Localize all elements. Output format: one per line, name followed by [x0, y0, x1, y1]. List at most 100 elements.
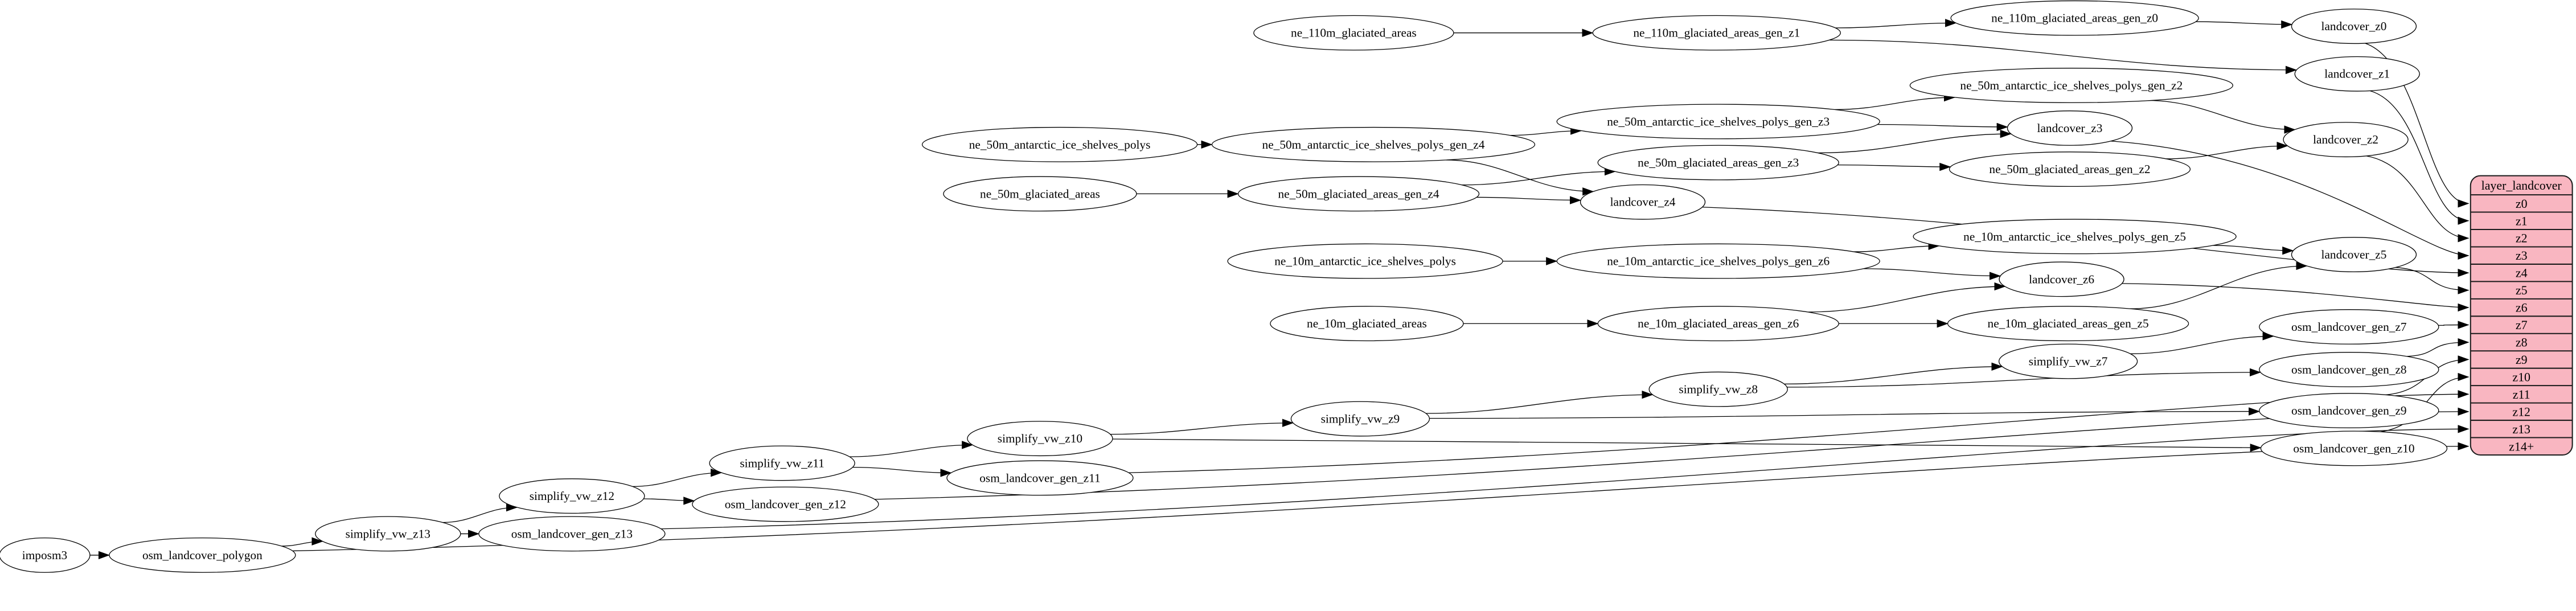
edge-landcover_z3-to-z3	[2110, 141, 2470, 260]
node-label-imposm3: imposm3	[22, 548, 67, 562]
node-ellipse-ne_110m_glaciated_areas_gen_z0	[1950, 0, 2199, 36]
table-row-z9: z9	[2516, 352, 2528, 367]
node-simplify_vw_z12: simplify_vw_z12	[499, 478, 645, 514]
node-ellipse-simplify_vw_z13	[315, 516, 461, 552]
edge-landcover_z0-to-z0	[2365, 43, 2470, 208]
edge-simplify_vw_z8-to-osm_landcover_gen_z8	[1787, 368, 2262, 388]
edge-ne_10m_antarctic_ice_shelves_polys_gen_z6-to-ne_10m_antarctic_ice_shelves_polys_gen_z5	[1853, 241, 1940, 252]
table-row-z10: z10	[2512, 370, 2530, 384]
node-ellipse-osm_landcover_gen_z8	[2259, 352, 2439, 387]
edge-osm_landcover_polygon-to-simplify_vw_z13	[281, 537, 323, 547]
node-ellipse-ne_10m_glaciated_areas_gen_z6	[1597, 306, 1839, 342]
node-label-ne_10m_antarctic_ice_shelves_polys_gen_z5: ne_10m_antarctic_ice_shelves_polys_gen_z…	[1963, 229, 2186, 243]
node-landcover_z5: landcover_z5	[2291, 237, 2417, 273]
node-ne_10m_antarctic_ice_shelves_polys_gen_z5: ne_10m_antarctic_ice_shelves_polys_gen_z…	[1913, 219, 2237, 255]
node-osm_landcover_gen_z12: osm_landcover_gen_z12	[692, 486, 879, 522]
node-ellipse-ne_10m_antarctic_ice_shelves_polys_gen_z5	[1913, 219, 2237, 255]
edge-ne_110m_glaciated_areas_gen_z1-to-landcover_z1	[1829, 39, 2298, 75]
node-ne_50m_glaciated_areas_gen_z2: ne_50m_glaciated_areas_gen_z2	[1949, 151, 2191, 187]
edge-osm_landcover_gen_z7-to-z7	[2438, 321, 2470, 329]
node-osm_landcover_gen_z13: osm_landcover_gen_z13	[478, 516, 666, 552]
node-label-simplify_vw_z8: simplify_vw_z8	[1679, 383, 1758, 396]
edge-simplify_vw_z13-to-simplify_vw_z12	[442, 503, 518, 523]
node-simplify_vw_z11: simplify_vw_z11	[709, 445, 855, 481]
node-label-ne_10m_antarctic_ice_shelves_polys_gen_z6: ne_10m_antarctic_ice_shelves_polys_gen_z…	[1607, 255, 1830, 268]
node-ellipse-landcover_z6	[1999, 261, 2124, 297]
node-ellipse-ne_10m_antarctic_ice_shelves_polys	[1227, 243, 1503, 279]
node-ellipse-simplify_vw_z9	[1290, 401, 1430, 437]
node-simplify_vw_z7: simplify_vw_z7	[1998, 343, 2138, 379]
node-ellipse-ne_50m_antarctic_ice_shelves_polys	[921, 126, 1198, 162]
node-ellipse-simplify_vw_z10	[967, 421, 1113, 457]
node-landcover_z1: landcover_z1	[2294, 56, 2420, 92]
node-osm_landcover_polygon: osm_landcover_polygon	[109, 537, 296, 573]
node-label-ne_110m_glaciated_areas_gen_z0: ne_110m_glaciated_areas_gen_z0	[1991, 11, 2158, 25]
edge-ne_10m_glaciated_areas_gen_z6-to-landcover_z6	[1807, 282, 2006, 313]
node-label-ne_10m_glaciated_areas_gen_z6: ne_10m_glaciated_areas_gen_z6	[1638, 317, 1799, 330]
node-ne_50m_glaciated_areas_gen_z3: ne_50m_glaciated_areas_gen_z3	[1597, 145, 1839, 181]
edge-ne_50m_glaciated_areas_gen_z2-to-landcover_z2	[2166, 141, 2288, 159]
node-label-simplify_vw_z11: simplify_vw_z11	[740, 456, 825, 470]
node-label-osm_landcover_gen_z10: osm_landcover_gen_z10	[2293, 441, 2414, 455]
node-ne_10m_glaciated_areas_gen_z5: ne_10m_glaciated_areas_gen_z5	[1947, 306, 2189, 342]
node-imposm3: imposm3	[0, 538, 91, 573]
edge-simplify_vw_z9-to-osm_landcover_gen_z9	[1429, 407, 2261, 419]
edge-ne_50m_antarctic_ice_shelves_polys_gen_z4-to-ne_50m_antarctic_ice_shelves_polys_gen_z3	[1510, 126, 1582, 136]
node-label-ne_50m_antarctic_ice_shelves_polys_gen_z4: ne_50m_antarctic_ice_shelves_polys_gen_z…	[1262, 138, 1485, 151]
node-simplify_vw_z13: simplify_vw_z13	[315, 516, 461, 552]
node-ellipse-ne_110m_glaciated_areas_gen_z1	[1592, 15, 1841, 51]
node-ellipse-imposm3	[0, 538, 91, 573]
node-osm_landcover_gen_z8: osm_landcover_gen_z8	[2259, 352, 2439, 387]
node-label-ne_50m_glaciated_areas_gen_z3: ne_50m_glaciated_areas_gen_z3	[1638, 155, 1799, 169]
node-ellipse-osm_landcover_polygon	[109, 537, 296, 573]
edge-ne_10m_antarctic_ice_shelves_polys_gen_z6-to-landcover_z6	[1863, 268, 2001, 280]
table-row-z11: z11	[2513, 387, 2530, 401]
node-label-osm_landcover_gen_z7: osm_landcover_gen_z7	[2291, 320, 2407, 334]
node-ellipse-ne_50m_antarctic_ice_shelves_polys_gen_z3	[1556, 104, 1880, 140]
layer-landcover-table: layer_landcoverz0z1z2z3z4z5z6z7z8z9z10z1…	[2470, 175, 2573, 456]
node-ellipse-simplify_vw_z7	[1998, 343, 2138, 379]
node-ne_50m_glaciated_areas_gen_z4: ne_50m_glaciated_areas_gen_z4	[1237, 176, 1480, 212]
table-row-z5: z5	[2516, 283, 2528, 297]
node-label-osm_landcover_gen_z9: osm_landcover_gen_z9	[2291, 404, 2407, 417]
edge-ne_50m_glaciated_areas_gen_z3-to-ne_50m_glaciated_areas_gen_z2	[1837, 162, 1951, 171]
node-simplify_vw_z10: simplify_vw_z10	[967, 421, 1113, 457]
node-label-osm_landcover_gen_z11: osm_landcover_gen_z11	[979, 471, 1100, 485]
node-ne_10m_glaciated_areas: ne_10m_glaciated_areas	[1270, 306, 1464, 342]
edge-simplify_vw_z7-to-osm_landcover_gen_z7	[2130, 332, 2274, 354]
node-label-landcover_z1: landcover_z1	[2324, 67, 2390, 81]
layer-landcover-title: layer_landcover	[2481, 178, 2562, 192]
node-ne_50m_antarctic_ice_shelves_polys_gen_z4: ne_50m_antarctic_ice_shelves_polys_gen_z…	[1211, 126, 1536, 162]
table-row-z7: z7	[2516, 318, 2528, 332]
node-landcover_z0: landcover_z0	[2291, 9, 2417, 44]
node-ellipse-landcover_z0	[2291, 9, 2417, 44]
node-ellipse-landcover_z5	[2291, 237, 2417, 273]
edge-ne_50m_antarctic_ice_shelves_polys_gen_z2-to-landcover_z2	[2148, 100, 2296, 134]
node-osm_landcover_gen_z7: osm_landcover_gen_z7	[2259, 309, 2439, 345]
edge-ne_110m_glaciated_areas_gen_z0-to-landcover_z0	[2196, 20, 2293, 29]
node-ellipse-landcover_z4	[1580, 184, 1706, 220]
node-label-ne_50m_glaciated_areas_gen_z2: ne_50m_glaciated_areas_gen_z2	[1989, 162, 2150, 176]
table-row-z8: z8	[2516, 335, 2528, 349]
node-label-osm_landcover_gen_z13: osm_landcover_gen_z13	[511, 527, 633, 540]
node-label-ne_10m_glaciated_areas: ne_10m_glaciated_areas	[1307, 317, 1427, 330]
node-simplify_vw_z9: simplify_vw_z9	[1290, 401, 1430, 437]
node-ne_10m_antarctic_ice_shelves_polys_gen_z6: ne_10m_antarctic_ice_shelves_polys_gen_z…	[1556, 243, 1880, 279]
node-label-simplify_vw_z9: simplify_vw_z9	[1321, 412, 1400, 425]
node-label-landcover_z3: landcover_z3	[2037, 121, 2103, 135]
node-simplify_vw_z8: simplify_vw_z8	[1648, 371, 1788, 407]
node-label-ne_50m_antarctic_ice_shelves_polys: ne_50m_antarctic_ice_shelves_polys	[969, 138, 1151, 151]
node-landcover_z6: landcover_z6	[1999, 261, 2124, 297]
node-label-simplify_vw_z10: simplify_vw_z10	[998, 432, 1082, 445]
edge-landcover_z6-to-z6	[2122, 283, 2470, 312]
node-ne_50m_antarctic_ice_shelves_polys_gen_z2: ne_50m_antarctic_ice_shelves_polys_gen_z…	[1909, 68, 2233, 103]
node-label-ne_50m_antarctic_ice_shelves_polys_gen_z3: ne_50m_antarctic_ice_shelves_polys_gen_z…	[1607, 114, 1830, 128]
table-row-z3: z3	[2516, 248, 2528, 263]
node-label-ne_50m_glaciated_areas: ne_50m_glaciated_areas	[980, 187, 1100, 200]
node-ellipse-osm_landcover_gen_z13	[478, 516, 666, 552]
node-label-ne_50m_antarctic_ice_shelves_polys_gen_z2: ne_50m_antarctic_ice_shelves_polys_gen_z…	[1960, 79, 2183, 92]
node-ellipse-ne_50m_glaciated_areas	[943, 176, 1137, 212]
table-row-z0: z0	[2516, 196, 2528, 211]
node-ellipse-osm_landcover_gen_z9	[2259, 393, 2439, 429]
